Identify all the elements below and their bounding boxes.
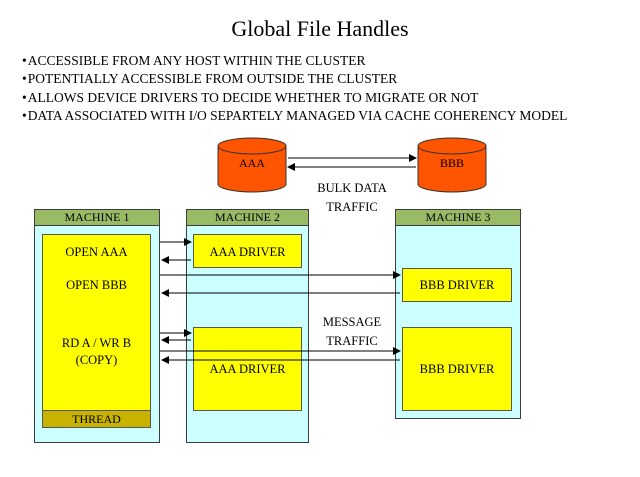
bullet-item: POTENTIALLY ACCESSIBLE FROM OUTSIDE THE … (22, 70, 567, 88)
cylinder-label-aaa: AAA (239, 156, 265, 170)
open-aaa-label: OPEN AAA (65, 245, 128, 259)
aaa-driver-bottom-label: AAA DRIVER (209, 362, 286, 376)
bullet-item: DATA ASSOCIATED WITH I/O SEPARTELY MANAG… (22, 107, 568, 125)
bbb-driver-bottom (402, 327, 512, 411)
bullet-item: ACCESSIBLE FROM ANY HOST WITHIN THE CLUS… (22, 52, 567, 70)
message-traffic-label: MESSAGE TRAFFIC (296, 314, 408, 349)
bulk-traffic-label: BULK DATA TRAFFIC (296, 180, 408, 215)
bulk-traffic-line1: BULK DATA (317, 181, 387, 195)
open-bbb-label: OPEN BBB (66, 278, 127, 292)
thread-box: THREAD (42, 410, 151, 428)
rdwr-label-line1: RD A / WR B (61, 336, 132, 350)
bbb-driver-top-label: BBB DRIVER (419, 278, 495, 292)
bullet-item: ALLOWS DEVICE DRIVERS TO DECIDE WHETHER … (22, 89, 567, 107)
bulk-traffic-line2: TRAFFIC (326, 200, 378, 214)
message-traffic-line2: TRAFFIC (326, 334, 378, 348)
aaa-driver-top (193, 234, 302, 268)
cylinder-label-bbb: BBB (439, 156, 464, 170)
bullet-list: ACCESSIBLE FROM ANY HOST WITHIN THE CLUS… (22, 52, 568, 125)
message-traffic-line1: MESSAGE (322, 315, 382, 329)
storage-cylinder-bbb (417, 137, 487, 193)
machine-1-header: MACHINE 1 (34, 209, 160, 226)
bbb-driver-bottom-label: BBB DRIVER (419, 362, 495, 376)
aaa-driver-bottom (193, 327, 302, 411)
aaa-driver-top-label: AAA DRIVER (209, 245, 286, 259)
machine-3-header: MACHINE 3 (395, 209, 521, 226)
bbb-driver-top (402, 268, 512, 302)
slide-title: Global File Handles (231, 16, 409, 41)
machine-1-process (42, 234, 151, 411)
rdwr-label-line2: (COPY) (75, 353, 118, 367)
storage-cylinder-aaa (217, 137, 287, 193)
machine-2-header: MACHINE 2 (186, 209, 309, 226)
